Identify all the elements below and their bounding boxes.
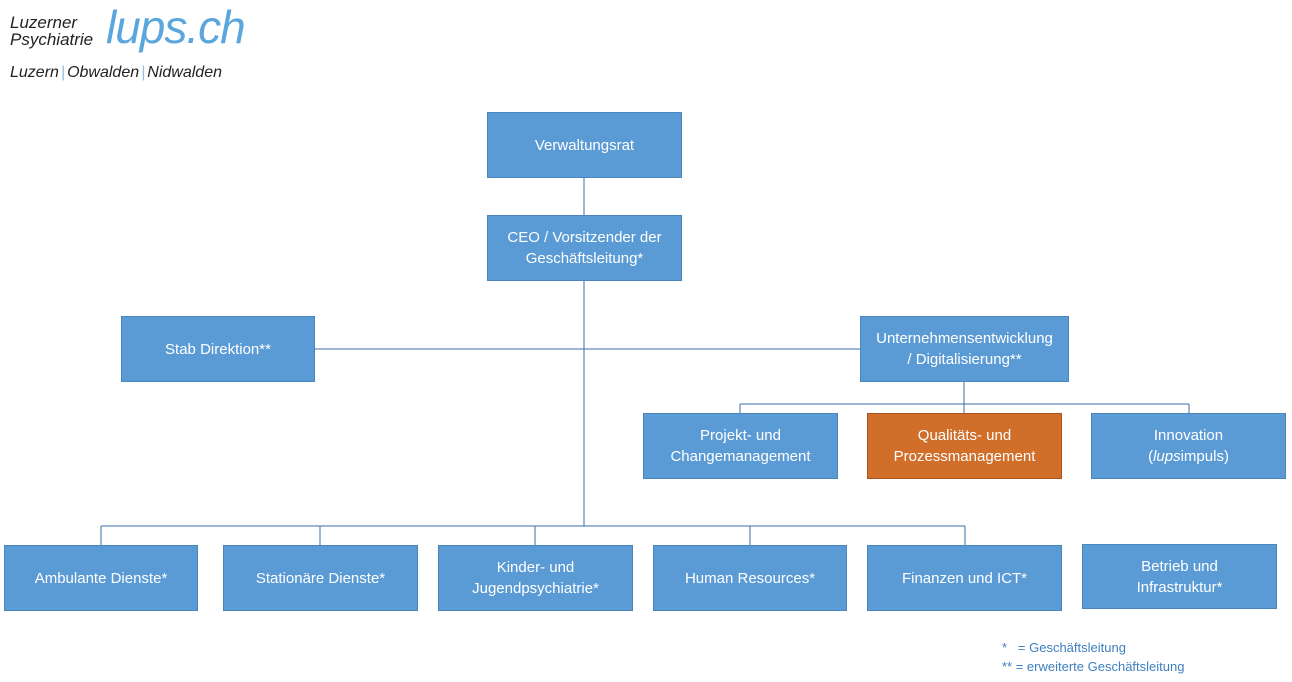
logo-brand: lups.ch: [106, 1, 246, 53]
node-ambulante-dienste: Ambulante Dienste*: [4, 545, 198, 611]
logo-regions: Luzern|Obwalden|Nidwalden: [10, 64, 222, 82]
node-qualitaets-prozessmanagement: Qualitäts- und Prozessmanagement: [867, 413, 1062, 479]
node-human-resources: Human Resources*: [653, 545, 847, 611]
node-ceo: CEO / Vorsitzender der Geschäftsleitung*: [487, 215, 682, 281]
region-luzern: Luzern: [10, 64, 59, 81]
innovation-label: Innovation: [1153, 427, 1224, 444]
node-stab-direktion: Stab Direktion**: [121, 316, 315, 382]
legend: * = Geschäftsleitung ** = erweiterte Ges…: [1002, 638, 1184, 676]
logo-org-line1: Luzerner: [10, 13, 78, 32]
node-verwaltungsrat: Verwaltungsrat: [487, 112, 682, 178]
node-unternehmensentwicklung: Unternehmensentwicklung / Digitalisierun…: [860, 316, 1069, 382]
legend-erweiterte-geschaeftsleitung: ** = erweiterte Geschäftsleitung: [1002, 659, 1185, 674]
node-innovation: Innovation (lupsimpuls): [1091, 413, 1286, 479]
region-nidwalden: Nidwalden: [147, 64, 222, 81]
node-kinder-jugendpsychiatrie: Kinder- und Jugendpsychiatrie*: [438, 545, 633, 611]
logo: Luzerner Psychiatrie lups.ch Luzern|Obwa…: [10, 1, 270, 86]
region-separator: |: [141, 64, 146, 81]
region-obwalden: Obwalden: [67, 64, 140, 81]
region-separator: |: [60, 64, 66, 81]
node-stationaere-dienste: Stationäre Dienste*: [223, 545, 418, 611]
innovation-sublabel: (lupsimpuls): [1148, 448, 1229, 465]
node-betrieb-infrastruktur: Betrieb und Infrastruktur*: [1082, 544, 1277, 609]
logo-organisation: Luzerner Psychiatrie: [10, 14, 93, 48]
innovation-lups: lups: [1153, 448, 1181, 465]
logo-org-line2: Psychiatrie: [10, 30, 94, 49]
node-finanzen-ict: Finanzen und ICT*: [867, 545, 1062, 611]
node-projekt-changemanagement: Projekt- und Changemanagement: [643, 413, 838, 479]
legend-geschaeftsleitung: * = Geschäftsleitung: [1002, 640, 1126, 655]
